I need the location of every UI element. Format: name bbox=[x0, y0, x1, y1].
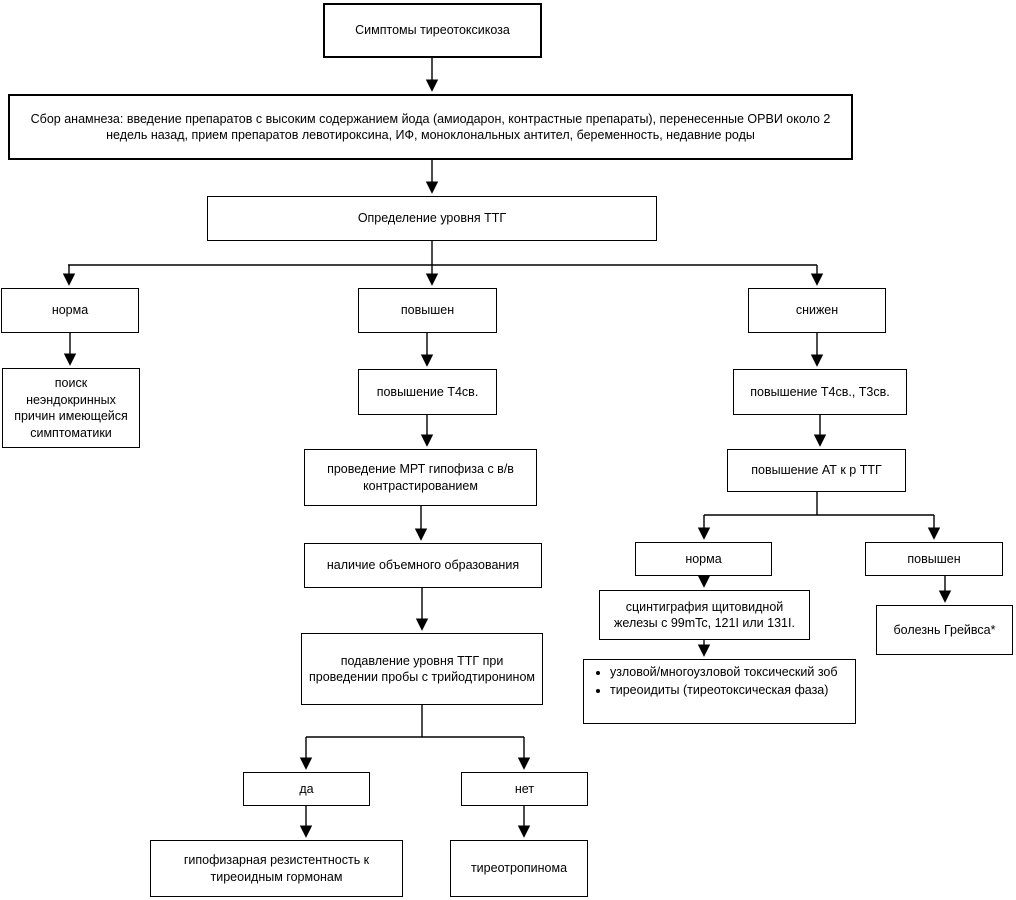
node-t4-t3-elevated: повышение Т4св., Т3св. bbox=[733, 369, 907, 415]
node-scintigraphy: сцинтиграфия щитовидной железы с 99mTc, … bbox=[599, 590, 810, 640]
outcome-item: тиреоидиты (тиреотоксическая фаза) bbox=[610, 682, 838, 699]
node-t4-elevated: повышение Т4св. bbox=[358, 369, 497, 415]
node-nonendocrine-search: поиск неэндокринных причин имеющейся сим… bbox=[2, 368, 140, 448]
node-toxic-goiter-thyroiditis: узловой/многоузловой токсический зоб тир… bbox=[583, 659, 856, 724]
node-anamnesis: Сбор анамнеза: введение препаратов с выс… bbox=[8, 94, 853, 160]
node-mass-lesion: наличие объемного образования bbox=[304, 543, 542, 588]
node-pituitary-resistance: гипофизарная резистентность к тиреоидным… bbox=[150, 840, 403, 897]
node-trab-elevated: повышение АТ к р ТТГ bbox=[727, 449, 906, 492]
node-tsh-low: снижен bbox=[748, 288, 886, 333]
node-trab-high: повышен bbox=[865, 542, 1003, 576]
node-yes: да bbox=[243, 772, 370, 806]
node-pituitary-mri: проведение МРТ гипофиза с в/в контрастир… bbox=[304, 449, 537, 506]
outcome-list: узловой/многоузловой токсический зоб тир… bbox=[586, 664, 838, 699]
outcome-item: узловой/многоузловой токсический зоб bbox=[610, 664, 838, 681]
node-trab-normal: норма bbox=[635, 542, 772, 576]
node-thyrotropinoma: тиреотропинома bbox=[450, 840, 588, 897]
node-tsh-elevated: повышен bbox=[358, 288, 497, 333]
node-tsh-suppression-test: подавление уровня ТТГ при проведении про… bbox=[301, 633, 543, 705]
node-no: нет bbox=[461, 772, 588, 806]
node-tsh-level: Определение уровня ТТГ bbox=[207, 196, 657, 241]
node-tsh-normal: норма bbox=[1, 288, 139, 333]
node-graves-disease: болезнь Грейвса* bbox=[876, 605, 1013, 655]
node-symptoms: Симптомы тиреотоксикоза bbox=[323, 3, 542, 58]
